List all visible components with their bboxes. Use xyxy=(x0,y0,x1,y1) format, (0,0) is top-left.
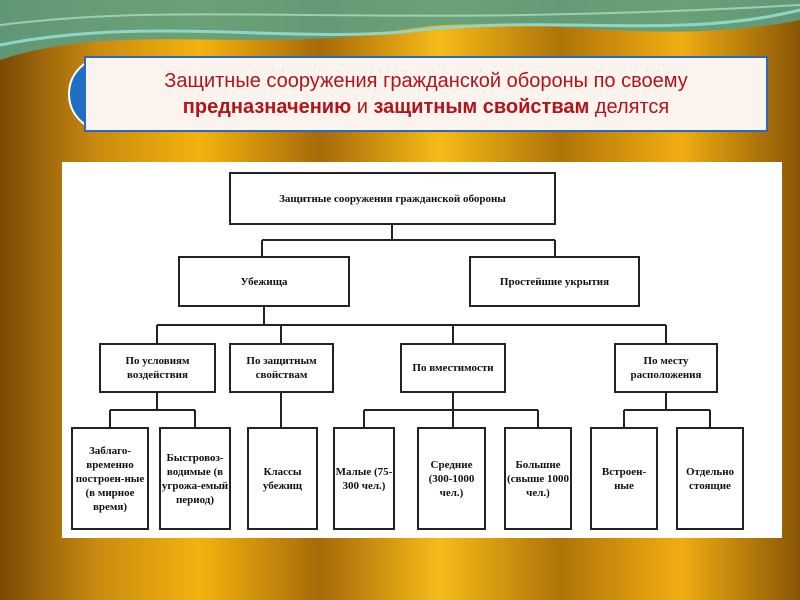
node-by-protection: По защитным свойствам xyxy=(229,343,334,393)
title-bold-purpose: предназначению xyxy=(182,96,352,118)
node-by-location: По месту расположения xyxy=(614,343,718,393)
diagram-connectors xyxy=(109,225,711,427)
title-line1: Защитные сооружения гражданской обороны … xyxy=(164,70,688,92)
node-shelters: Убежища xyxy=(178,256,350,307)
slide-title: Защитные сооружения гражданской обороны … xyxy=(84,56,768,132)
node-classes: Классы убежищ xyxy=(247,427,318,530)
node-rapid: Быстровоз-водимые (в угрожа-емый период) xyxy=(159,427,231,530)
title-bold-properties: защитным свойствам xyxy=(373,96,590,118)
node-standalone: Отдельно стоящие xyxy=(676,427,744,530)
title-end: делятся xyxy=(589,96,670,118)
node-by-impact: По условиям воздействия xyxy=(99,343,216,393)
node-built-in: Встроен-ные xyxy=(590,427,658,530)
decorative-wave xyxy=(0,0,800,60)
slide-title-banner: Защитные сооружения гражданской обороны … xyxy=(68,56,768,132)
node-large: Большие (свыше 1000 чел.) xyxy=(504,427,572,530)
node-simple-shelters: Простейшие укрытия xyxy=(469,256,640,307)
node-by-capacity: По вместимости xyxy=(400,343,506,393)
node-small: Малые (75-300 чел.) xyxy=(333,427,395,530)
node-medium: Средние (300-1000 чел.) xyxy=(417,427,486,530)
node-root: Защитные сооружения гражданской обороны xyxy=(229,172,556,225)
node-prebuilt: Заблаго-временно построен-ные (в мирное … xyxy=(71,427,149,530)
diagram-panel: Защитные сооружения гражданской обороны … xyxy=(62,162,782,538)
title-conjunction: и xyxy=(351,96,374,118)
